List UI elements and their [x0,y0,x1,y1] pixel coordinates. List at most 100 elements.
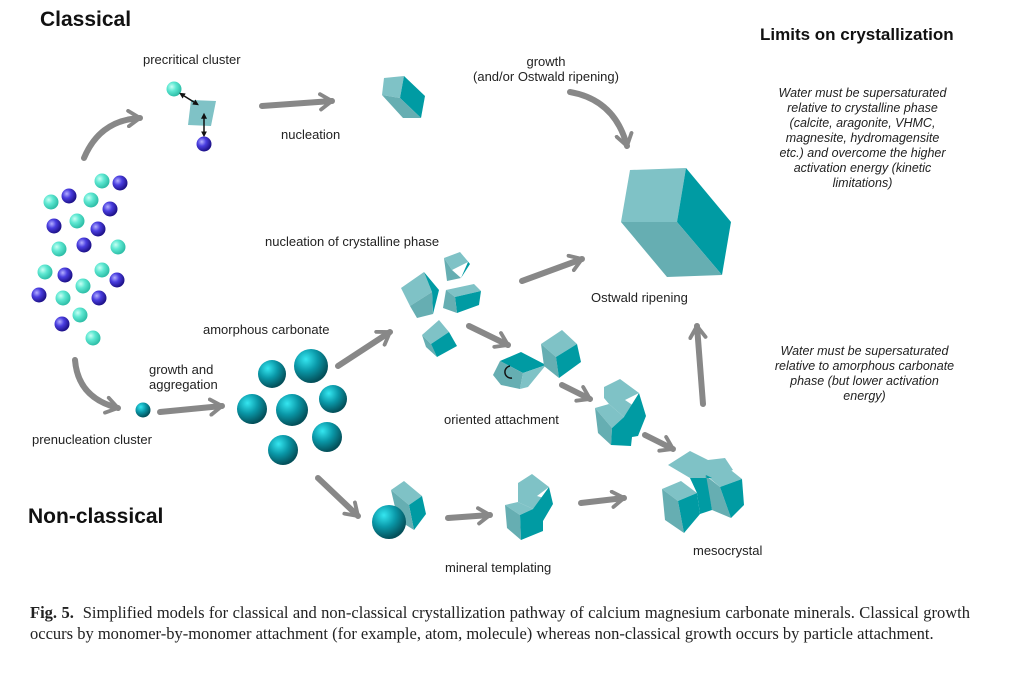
amorphous-particle [276,394,308,426]
figure-caption: Fig. 5. Simplified models for classical … [30,602,970,644]
arrow-templating-to-mesocrystal [578,489,627,509]
caption-label: Fig. 5. [30,603,74,622]
ion-blue [46,218,62,234]
ion-cyan [55,290,71,306]
crystal-small [444,252,470,281]
ion-cyan [94,262,110,278]
note-line: relative to crystalline phase [787,101,938,115]
note-line: Water must be supersaturated [778,86,947,100]
ion-blue [57,267,73,283]
note-line: phase (but lower activation [790,374,939,388]
label-mesocrystal: mesocrystal [693,543,763,558]
ion-blue [91,290,107,306]
label-mineral-templating: mineral templating [445,560,552,575]
crystal-small [401,272,439,318]
amorphous-particle [312,422,342,452]
arrow-ions-to-prenucleation [72,357,121,415]
label-growth-aggregation-line2: aggregation [149,377,218,392]
ion-cyan [51,241,67,257]
caption-text: Simplified models for classical and non-… [30,603,971,643]
note-line: etc.) and overcome the higher [779,146,946,160]
ion-cyan [72,307,88,323]
label-growth: growth (and/or Ostwald ripening) [466,54,626,84]
arrow-mesocrystal-to-ostwald [688,323,708,407]
note-line: relative to amorphous carbonate [774,359,955,373]
ion-cyan [83,192,99,208]
amorphous-particle [237,394,267,424]
label-prenucleation-cluster: prenucleation cluster [32,432,152,447]
ion-cyan [75,278,91,294]
ion-cyan [43,194,59,210]
ion-blue [76,237,92,253]
ion-blue [54,316,70,332]
crystal-large [621,168,731,277]
ion-blue [102,201,118,217]
crystal-rotating [493,352,546,389]
crystallization-diagram [31,76,744,540]
ion-blue [196,136,212,152]
arrow-amorphous-to-crystalline [335,329,393,369]
amorphous-particle [294,349,328,383]
rotation-icon [504,365,513,379]
label-precritical-cluster: precritical cluster [143,52,241,67]
label-growth-aggregation-line1: growth and [149,362,214,377]
ion-cloud [31,173,128,346]
ion-cyan [166,81,182,97]
prenucleation-particle [135,402,151,418]
arrow-aggregate-to-mesocrystal [642,432,676,453]
label-growth-line2: (and/or Ostwald ripening) [473,69,619,84]
ion-cyan [37,264,53,280]
templating-result [505,474,553,540]
heading-limits: Limits on crystallization [760,25,954,44]
arrow-nucleation [259,92,335,112]
arrow-growth-ostwald [567,89,634,149]
heading-non-classical: Non-classical [28,505,164,528]
precritical-cluster [166,81,216,152]
crystalline-nuclei [401,252,481,357]
label-amorphous-carbonate: amorphous carbonate [203,322,330,337]
crystal-aggregate [595,379,646,446]
oriented-attachment-group [493,330,581,389]
ion-blue [61,188,77,204]
label-nucleation-crystalline: nucleation of crystalline phase [265,234,440,249]
ion-cyan [69,213,85,229]
amorphous-particles [237,349,347,465]
ion-cyan [94,173,110,189]
note-line: Water must be supersaturated [780,344,949,358]
label-oriented-attachment: oriented attachment [444,412,559,427]
arrow-ions-to-precritical [81,108,143,161]
heading-classical: Classical [40,8,132,31]
crystal-small [422,320,457,357]
ion-cyan [85,330,101,346]
amorphous-particle [319,385,347,413]
ion-blue [112,175,128,191]
arrow-templating [445,506,493,526]
arrow-growth-aggregation [157,397,225,417]
arrow-crystalline-to-oriented [466,323,511,349]
note-line: activation energy (kinetic [793,161,932,175]
note-line: energy) [843,389,886,403]
arrow-crystalline-to-ostwald [519,253,585,284]
crystal-small [541,330,581,378]
label-nucleation: nucleation [281,127,341,142]
mesocrystal [662,451,744,533]
note-amorphous-phase: Water must be supersaturated relative to… [762,344,967,404]
ion-blue [109,272,125,288]
note-line: magnesite, hydromagensite [785,131,940,145]
ion-cyan [110,239,126,255]
templating-particle [372,505,406,539]
crystal-nucleus [382,76,425,118]
cluster-plate [188,100,216,126]
note-line: (calcite, aragonite, VHMC, [789,116,936,130]
amorphous-particle [268,435,298,465]
label-growth-line1: growth [526,54,566,69]
ion-blue [31,287,47,303]
double-arrow [179,92,199,106]
label-growth-aggregation: growth and aggregation [149,362,218,392]
templating-start [372,481,426,539]
amorphous-particle [258,360,286,388]
note-crystalline-phase: Water must be supersaturated relative to… [760,86,965,191]
arrow-amorphous-to-templating [315,475,361,519]
label-ostwald-ripening: Ostwald ripening [591,290,688,305]
ion-blue [90,221,106,237]
